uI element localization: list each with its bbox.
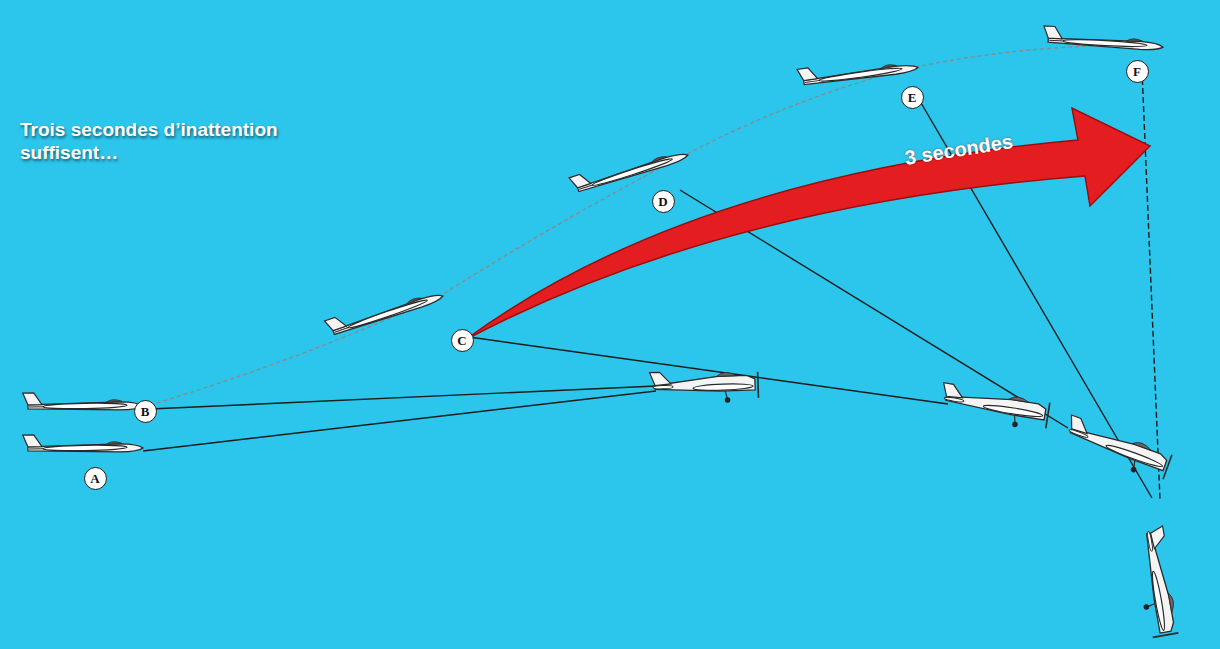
gliders: [23, 26, 1164, 454]
arrow-label: 3 secondes: [903, 130, 1014, 170]
callout-circle: A: [84, 467, 107, 490]
red-arrow: [465, 108, 1150, 340]
callout-circle: B: [134, 400, 157, 423]
callout-circle: E: [901, 86, 924, 109]
callout-circle: C: [451, 329, 474, 352]
callout-circle: F: [1126, 60, 1149, 83]
glider-path: [150, 45, 1160, 405]
callout-letter: B: [141, 405, 150, 418]
heading: Trois secondes d’inattention suffisent…: [20, 118, 282, 164]
callout-circle: D: [652, 190, 675, 213]
callout-letter: A: [90, 472, 99, 485]
tow-planes: [650, 369, 1182, 638]
callout-letter: F: [1133, 65, 1141, 78]
callout-letter: E: [908, 91, 917, 104]
callout-letter: C: [457, 334, 466, 347]
tow-ropes: [143, 70, 1160, 500]
callout-letter: D: [658, 195, 667, 208]
